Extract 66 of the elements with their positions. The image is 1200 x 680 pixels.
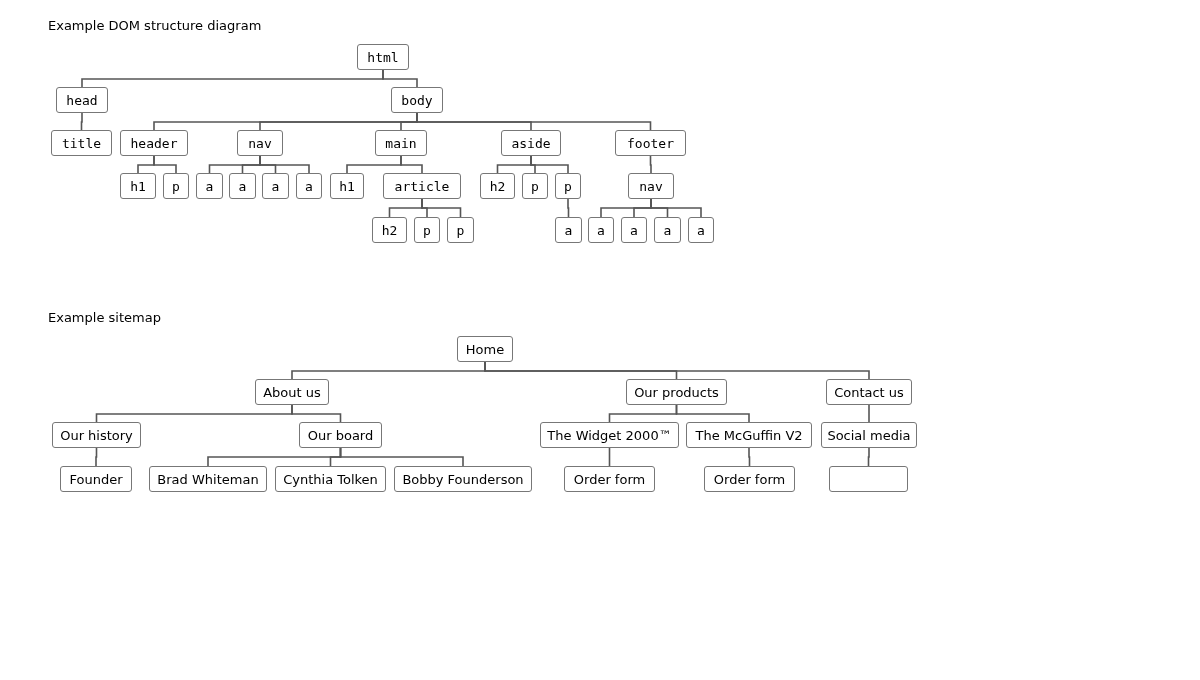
tree-connector xyxy=(649,155,652,174)
element-node: p xyxy=(447,217,474,243)
tree-connector xyxy=(567,198,570,218)
page-node: Our history xyxy=(52,422,141,448)
element-node: main xyxy=(375,130,427,156)
element-node: a xyxy=(621,217,647,243)
element-node: p xyxy=(522,173,548,199)
tree-connector xyxy=(867,447,870,467)
tree-connector xyxy=(530,155,569,174)
tree-connector xyxy=(259,155,310,174)
element-node: title xyxy=(51,130,112,156)
tree-connector xyxy=(95,447,98,467)
element-node: a xyxy=(688,217,714,243)
element-node: a xyxy=(654,217,681,243)
element-node: a xyxy=(196,173,223,199)
tree-connector xyxy=(80,112,83,131)
page-node: Cynthia Tolken xyxy=(275,466,386,492)
tree-connector xyxy=(421,198,462,218)
page-node: Order form xyxy=(704,466,795,492)
page-node: The Widget 2000™ xyxy=(540,422,679,448)
tree-connector xyxy=(484,361,870,380)
element-node: a xyxy=(262,173,289,199)
element-node: aside xyxy=(501,130,561,156)
page-node: Our products xyxy=(626,379,727,405)
tree-connector xyxy=(400,155,423,174)
page-node: Founder xyxy=(60,466,132,492)
element-node: footer xyxy=(615,130,686,156)
tree-connector xyxy=(650,198,702,218)
tree-connector xyxy=(291,404,342,423)
element-node: nav xyxy=(237,130,283,156)
element-node: nav xyxy=(628,173,674,199)
page-node: Home xyxy=(457,336,513,362)
page-node: Contact us xyxy=(826,379,912,405)
diagram-heading: Example sitemap xyxy=(48,310,161,325)
page-node: Our board xyxy=(299,422,382,448)
tree-connector xyxy=(416,112,652,131)
page-node: Social media xyxy=(821,422,917,448)
element-node: html xyxy=(357,44,409,70)
tree-connector xyxy=(153,155,177,174)
element-node: h1 xyxy=(330,173,364,199)
tree-connector xyxy=(675,404,750,423)
element-node: h2 xyxy=(372,217,407,243)
element-node: p xyxy=(163,173,189,199)
element-node: h1 xyxy=(120,173,156,199)
page-node: Order form xyxy=(564,466,655,492)
element-node: p xyxy=(555,173,581,199)
element-node: body xyxy=(391,87,443,113)
diagram-heading: Example DOM structure diagram xyxy=(48,18,262,33)
page-node: The McGuffin V2 xyxy=(686,422,812,448)
element-node: article xyxy=(383,173,461,199)
element-node: header xyxy=(120,130,188,156)
element-node: p xyxy=(414,217,440,243)
page-node: Brad Whiteman xyxy=(149,466,267,492)
element-node: a xyxy=(555,217,582,243)
tree-connector xyxy=(382,69,418,88)
element-node: a xyxy=(296,173,322,199)
tree-connector xyxy=(339,447,464,467)
empty-box xyxy=(829,466,908,492)
page-node: Bobby Founderson xyxy=(394,466,532,492)
page-node: About us xyxy=(255,379,329,405)
tree-connector xyxy=(868,404,870,423)
element-node: a xyxy=(229,173,256,199)
element-node: a xyxy=(588,217,614,243)
element-node: h2 xyxy=(480,173,515,199)
tree-connector xyxy=(748,447,751,467)
element-node: head xyxy=(56,87,108,113)
